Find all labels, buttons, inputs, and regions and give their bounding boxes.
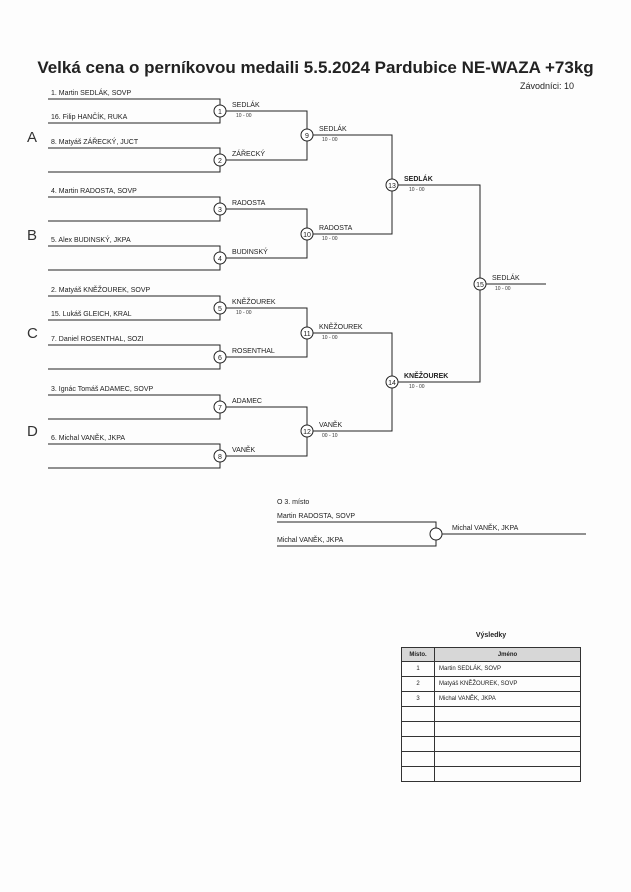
entry-1: 1. Martin SEDLÁK, SOVP	[51, 90, 132, 97]
match-4-winner: BUDINSKÝ	[232, 249, 268, 256]
match-5-score: 10 - 00	[236, 310, 252, 316]
entry-9: 3. Ignác Tomáš ADAMEC, SOVP	[51, 386, 154, 393]
match-14-winner: KNĚŽOUREK	[404, 373, 449, 380]
match-2-number: 2	[218, 158, 222, 165]
entry-7: 15. Lukáš GLEICH, KRAL	[51, 311, 132, 318]
group-d-label: D	[27, 423, 38, 440]
match-12-number: 12	[303, 429, 311, 436]
match-2-winner: ZÁŘECKÝ	[232, 151, 266, 158]
match-11-number: 11	[303, 331, 310, 338]
match-1-winner: SEDLÁK	[232, 102, 260, 109]
page-title: Velká cena o perníkovou medaili 5.5.2024…	[37, 58, 594, 77]
match-14-number: 14	[388, 380, 396, 387]
table-row-empty	[401, 721, 581, 737]
third-place-contestant-2: Michal VANĚK, JKPA	[277, 537, 344, 544]
match-3-winner: RADOSTA	[232, 200, 266, 207]
group-a-label: A	[27, 129, 38, 146]
result-place: 2	[401, 676, 435, 692]
entry-4: 4. Martin RADOSTA, SOVP	[51, 188, 137, 195]
entry-8: 7. Daniel ROSENTHAL, SOZI	[51, 336, 144, 343]
match-1-number: 1	[218, 109, 222, 116]
group-b-label: B	[27, 227, 38, 244]
result-name: Martin SEDLÁK, SOVP	[434, 661, 581, 677]
group-c-label: C	[27, 325, 38, 342]
results-col-name: Jméno	[434, 647, 581, 662]
result-place: 3	[401, 691, 435, 707]
match-11-winner: KNĚŽOUREK	[319, 324, 363, 331]
match-8-winner: VANĚK	[232, 447, 256, 454]
entry-2: 16. Filip HANČÍK, RUKA	[51, 114, 128, 121]
match-12-winner: VANĚK	[319, 422, 343, 429]
match-4-number: 4	[218, 256, 222, 263]
match-14-score: 10 - 00	[409, 384, 425, 390]
match-3-number: 3	[218, 207, 222, 214]
match-9-number: 9	[305, 133, 309, 140]
result-place: 1	[401, 661, 435, 677]
results-col-place: Místo.	[401, 647, 435, 662]
match-9-score: 10 - 00	[322, 137, 338, 143]
entry-6: 2. Matyáš KNĚŽOUREK, SOVP	[51, 287, 151, 294]
match-number-circles: 1 2 3 4 5 6 7 8 9 10 11 12 13 14 15	[213, 104, 487, 541]
results-title: Výsledky	[475, 632, 507, 639]
match-12-score: 00 - 10	[322, 433, 338, 439]
match-13-number: 13	[388, 183, 396, 190]
match-8-number: 8	[218, 454, 222, 461]
entry-10: 6. Michal VANĚK, JKPA	[51, 435, 126, 442]
final-score: 10 - 00	[495, 286, 511, 292]
table-row: 3 Michal VANĚK, JKPA	[401, 691, 581, 707]
results-header-row: Místo. Jméno	[401, 647, 581, 662]
third-place-title: O 3. místo	[277, 499, 310, 506]
result-name: Michal VANĚK, JKPA	[434, 691, 581, 707]
entry-5: 5. Alex BUDINSKÝ, JKPA	[51, 237, 131, 244]
table-row-empty	[401, 736, 581, 752]
match-10-score: 10 - 00	[322, 236, 338, 242]
table-row-empty	[401, 706, 581, 722]
table-row: 2 Matyáš KNĚŽOUREK, SOVP	[401, 676, 581, 692]
match-1-score: 10 - 00	[236, 113, 252, 119]
match-7-number: 7	[218, 405, 222, 412]
table-row: 1 Martin SEDLÁK, SOVP	[401, 661, 581, 677]
match-6-number: 6	[218, 355, 222, 362]
match-7-winner: ADAMEC	[232, 398, 262, 405]
third-place-contestant-1: Martin RADOSTA, SOVP	[277, 513, 356, 520]
match-10-number: 10	[303, 232, 311, 239]
entry-3: 8. Matyáš ZÁŘECKÝ, JUCT	[51, 139, 139, 146]
final-winner: SEDLÁK	[492, 275, 520, 282]
competitor-count: Závodníci: 10	[520, 81, 575, 91]
results-table: Místo. Jméno 1 Martin SEDLÁK, SOVP 2 Mat…	[401, 647, 581, 782]
match-13-winner: SEDLÁK	[404, 176, 433, 183]
match-6-winner: ROSENTHAL	[232, 348, 275, 355]
third-place-winner: Michal VANĚK, JKPA	[452, 525, 519, 532]
table-row-empty	[401, 766, 581, 782]
match-9-winner: SEDLÁK	[319, 126, 347, 133]
match-10-winner: RADOSTA	[319, 225, 353, 232]
match-5-number: 5	[218, 306, 222, 313]
result-name: Matyáš KNĚŽOUREK, SOVP	[434, 676, 581, 692]
match-15-number: 15	[476, 282, 484, 289]
match-13-score: 10 - 00	[409, 187, 425, 193]
table-row-empty	[401, 751, 581, 767]
match-5-winner: KNĚŽOUREK	[232, 299, 276, 306]
match-11-score: 10 - 00	[322, 335, 338, 341]
